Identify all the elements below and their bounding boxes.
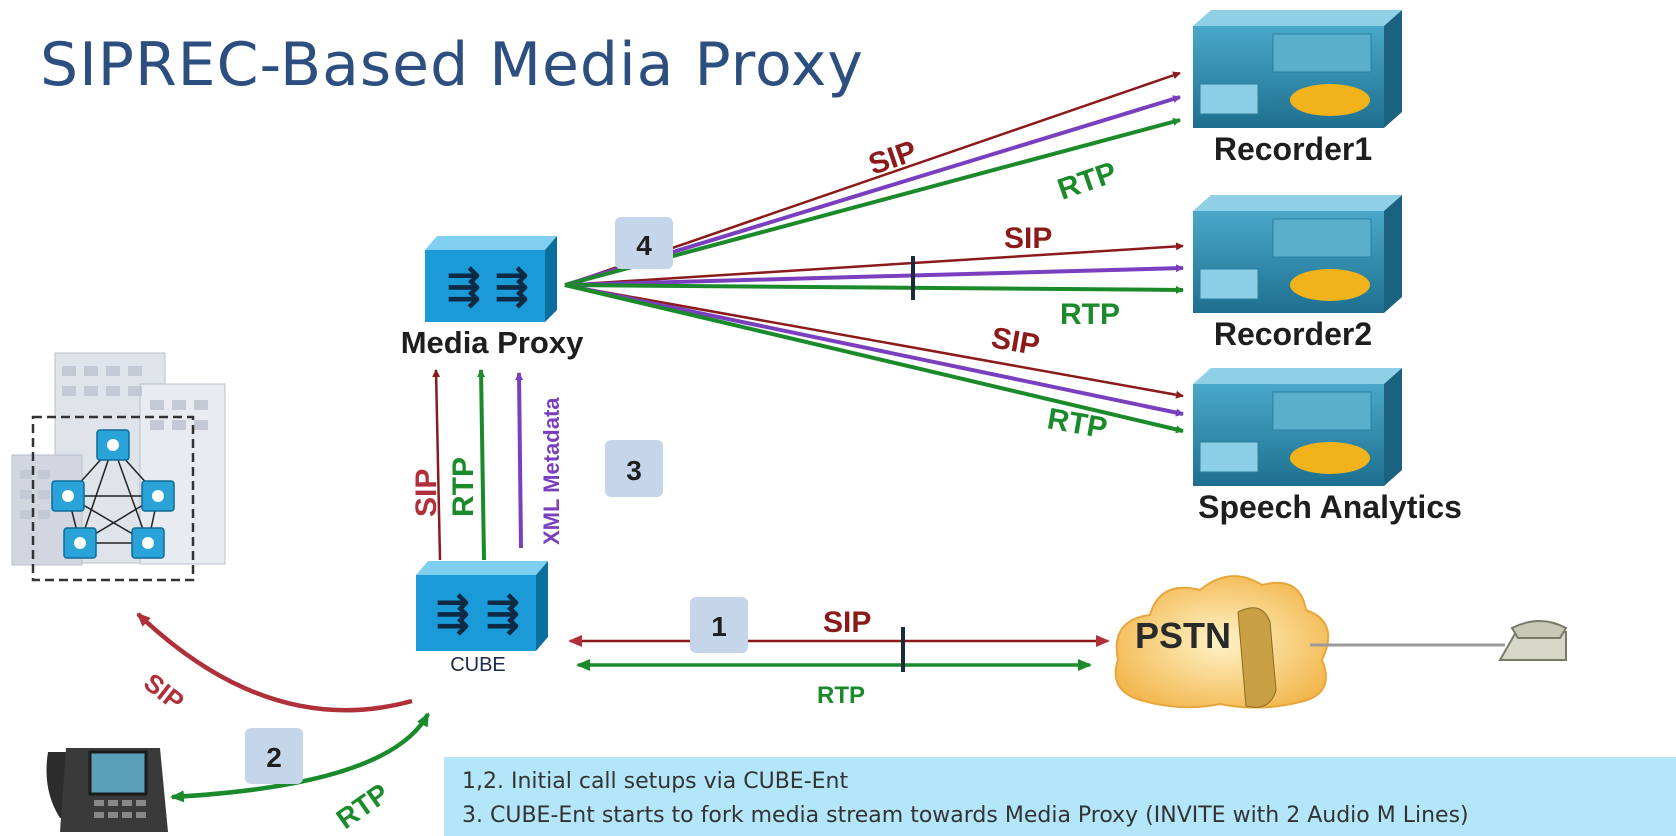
step-2-badge: 2	[245, 728, 303, 784]
recorder2-streams	[564, 242, 1184, 300]
speech-analytics-label: Speech Analytics	[1198, 489, 1462, 525]
svg-text:⇶: ⇶	[486, 592, 520, 636]
enterprise-sip-label: SIP	[138, 667, 190, 716]
note-line-1: 1,2. Initial call setups via CUBE-Ent	[462, 769, 849, 794]
step-1-badge: 1	[690, 597, 748, 653]
recorder2-sip-label: SIP	[1004, 222, 1052, 255]
ip-phone-icon	[46, 748, 168, 832]
cube-router-icon: ⇶ ⇶	[416, 561, 548, 651]
notes-panel: 1,2. Initial call setups via CUBE-Ent 3.…	[444, 757, 1676, 836]
svg-text:4: 4	[636, 230, 652, 261]
recorder1-rtp-label: RTP	[1054, 156, 1121, 207]
svg-text:2: 2	[266, 742, 282, 773]
pstn-cloud-icon	[1114, 575, 1330, 709]
page-title: SIPREC-Based Media Proxy	[40, 30, 864, 100]
svg-text:3: 3	[626, 455, 642, 486]
speech-analytics-streams	[564, 283, 1184, 434]
recorder2-server-icon	[1193, 195, 1402, 313]
cube-enterprise-streams	[136, 612, 430, 803]
recorder1-sip-label: SIP	[865, 135, 921, 182]
recorder2-rtp-label: RTP	[1060, 298, 1120, 331]
xml-metadata-label: XML Metadata	[539, 397, 564, 545]
pstn-sip-label: SIP	[823, 606, 871, 639]
enterprise-building-icon	[11, 352, 226, 582]
cube-label: CUBE	[450, 654, 506, 676]
speech-sip-label: SIP	[989, 321, 1042, 362]
speech-rtp-label: RTP	[1045, 402, 1110, 445]
svg-text:⇶: ⇶	[495, 265, 529, 309]
note-line-2: 3. CUBE-Ent starts to fork media stream …	[462, 803, 1469, 828]
cube-pstn-streams	[568, 627, 1110, 672]
pstn-rtp-label: RTP	[817, 682, 865, 709]
cube-sip-vertical-label: SIP	[410, 469, 443, 517]
svg-text:⇶: ⇶	[436, 592, 470, 636]
phone-rtp-label: RTP	[331, 777, 395, 835]
step-4-badge: 4	[615, 217, 673, 269]
speech-analytics-server-icon	[1193, 368, 1402, 486]
cube-to-proxy-streams	[432, 369, 524, 561]
pstn-label: PSTN	[1135, 615, 1231, 656]
svg-text:1: 1	[711, 611, 727, 642]
svg-text:⇶: ⇶	[447, 265, 481, 309]
recorder2-label: Recorder2	[1214, 316, 1372, 352]
recorder1-label: Recorder1	[1214, 131, 1372, 167]
cube-rtp-vertical-label: RTP	[447, 457, 480, 517]
analog-phone-icon	[1498, 620, 1568, 661]
media-proxy-label: Media Proxy	[401, 325, 584, 360]
step-3-badge: 3	[605, 440, 663, 497]
media-proxy-router-icon: ⇶ ⇶	[425, 236, 557, 322]
recorder1-server-icon	[1193, 10, 1402, 128]
